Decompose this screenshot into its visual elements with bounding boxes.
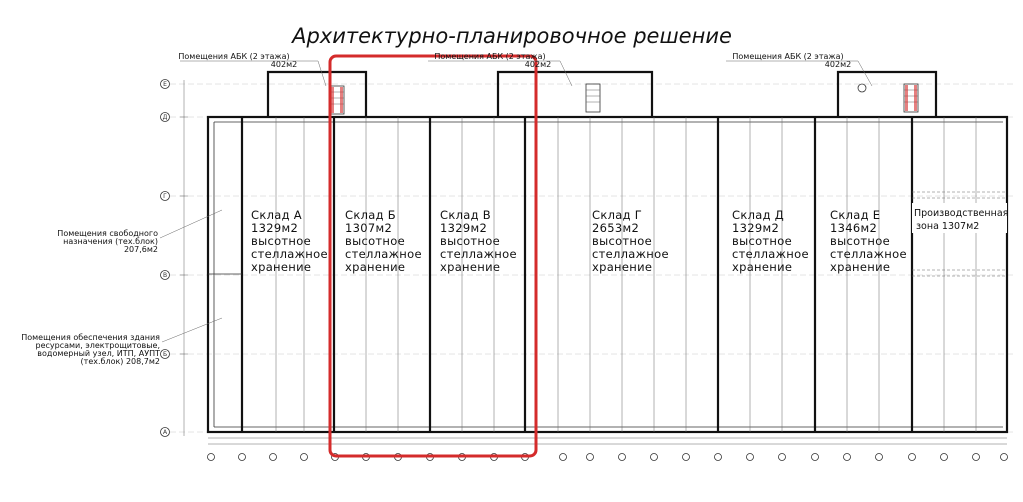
annotation-line: ресурсами, электрощитовые,: [35, 341, 160, 350]
warehouse-b: Склад Б 1307м2 высотное стеллажное хране…: [345, 208, 422, 274]
annotation-line: Помещения обеспечения здания: [21, 333, 160, 342]
warehouse-desc: высотное: [345, 234, 405, 248]
plan-title: Архитектурно-планировочное решение: [290, 24, 732, 48]
warehouse-desc: высотное: [251, 234, 311, 248]
warehouse-name: Склад Б: [345, 208, 396, 222]
warehouse-desc: высотное: [732, 234, 792, 248]
warehouse-desc: хранение: [345, 260, 405, 274]
column-axis-markers: [207, 437, 1008, 461]
row-axis-markers: Е Д Г В Б А: [160, 79, 188, 437]
abk-label: Помещения АБК (2 этажа): [732, 52, 843, 61]
warehouse-d: Склад Д 1329м2 высотное стеллажное хране…: [732, 208, 809, 274]
warehouse-name: Склад В: [440, 208, 491, 222]
annotation-line: водомерный узел, ИТП, АУПТ: [37, 349, 160, 358]
abk-area: 402м2: [825, 60, 851, 69]
abk-annexes: [266, 70, 938, 117]
axis-label: В: [163, 272, 167, 279]
annotation-line: назначения (тех.блок): [63, 237, 158, 246]
warehouse-area: 2653м2: [592, 221, 639, 235]
side-annotation-free: Помещения свободного назначения (тех.бло…: [57, 209, 223, 254]
axis-label: Д: [163, 114, 168, 121]
side-annotation-support: Помещения обеспечения здания ресурсами, …: [21, 317, 223, 366]
warehouse-desc: хранение: [592, 260, 652, 274]
warehouse-desc: хранение: [440, 260, 500, 274]
partition-walls: [275, 117, 1007, 432]
axis-label: А: [163, 429, 168, 436]
abk-area: 402м2: [271, 60, 297, 69]
warehouse-name: Склад А: [251, 208, 302, 222]
building-outline: [206, 115, 1009, 434]
warehouse-area: 1329м2: [440, 221, 487, 235]
warehouse-desc: высотное: [592, 234, 652, 248]
warehouse-desc: хранение: [830, 260, 890, 274]
production-zone: Производственная зона 1307м2: [912, 203, 1008, 233]
warehouse-v: Склад В 1329м2 высотное стеллажное хране…: [440, 208, 517, 274]
axis-label: Г: [163, 193, 167, 200]
axis-label: Б: [163, 351, 167, 358]
warehouse-area: 1329м2: [732, 221, 779, 235]
abk-labels: Помещения АБК (2 этажа) 402м2 Помещения …: [178, 52, 873, 87]
axis-label: Е: [163, 81, 167, 88]
warehouse-desc: хранение: [732, 260, 792, 274]
warehouse-desc: стеллажное: [592, 247, 669, 261]
warehouse-g: Склад Г 2653м2 высотное стеллажное хране…: [592, 208, 669, 274]
warehouse-desc: стеллажное: [440, 247, 517, 261]
production-label: Производственная: [914, 208, 1008, 219]
warehouse-desc: стеллажное: [830, 247, 907, 261]
abk-label: Помещения АБК (2 этажа): [434, 52, 545, 61]
warehouse-desc: стеллажное: [732, 247, 809, 261]
warehouse-desc: стеллажное: [251, 247, 328, 261]
warehouse-desc: высотное: [830, 234, 890, 248]
warehouse-e: Склад Е 1346м2 высотное стеллажное хране…: [830, 208, 907, 274]
warehouse-desc: стеллажное: [345, 247, 422, 261]
warehouse-name: Склад Г: [592, 208, 642, 222]
warehouse-desc: высотное: [440, 234, 500, 248]
annotation-line: Помещения свободного: [57, 229, 158, 238]
annotation-line: 207,6м2: [124, 245, 158, 254]
highlight-frame: [328, 54, 538, 458]
warehouse-area: 1329м2: [251, 221, 298, 235]
abk-area: 402м2: [525, 60, 551, 69]
annotation-line: (тех.блок) 208,7м2: [81, 357, 160, 366]
abk-label: Помещения АБК (2 этажа): [178, 52, 289, 61]
production-area: зона 1307м2: [916, 221, 979, 232]
warehouse-desc: хранение: [251, 260, 311, 274]
warehouse-area: 1307м2: [345, 221, 392, 235]
warehouse-name: Склад Д: [732, 208, 784, 222]
warehouse-a: Склад А 1329м2 высотное стеллажное хране…: [251, 208, 328, 274]
warehouse-name: Склад Е: [830, 208, 880, 222]
warehouse-area: 1346м2: [830, 221, 877, 235]
